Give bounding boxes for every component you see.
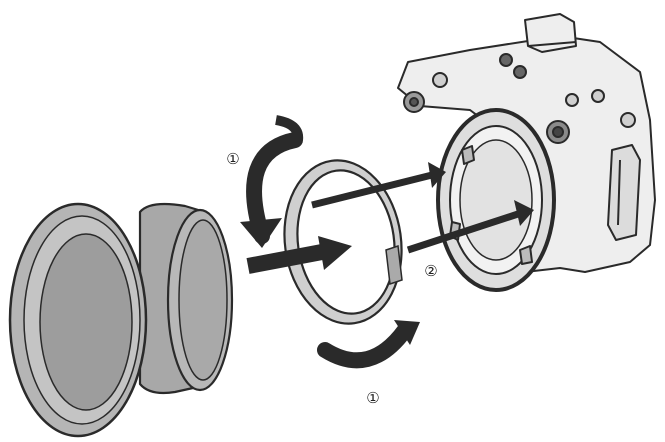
attach-arrow-upper: [311, 162, 446, 209]
attach-arrow-lower: [406, 200, 534, 254]
step-label-top: ①: [222, 147, 244, 169]
rotation-arrow-top: [240, 115, 304, 248]
svg-text:②: ②: [424, 262, 437, 280]
svg-text:①: ①: [366, 389, 379, 407]
lens-port: [8, 202, 234, 438]
svg-text:①: ①: [226, 150, 239, 168]
step-label-bottom: ①: [362, 386, 384, 408]
step-label-middle: ②: [420, 259, 442, 281]
rotation-arrow-bottom: [317, 320, 420, 369]
adapter-ring: [283, 159, 403, 325]
insert-arrow-lens: [246, 236, 352, 274]
camera-housing: [397, 13, 656, 292]
